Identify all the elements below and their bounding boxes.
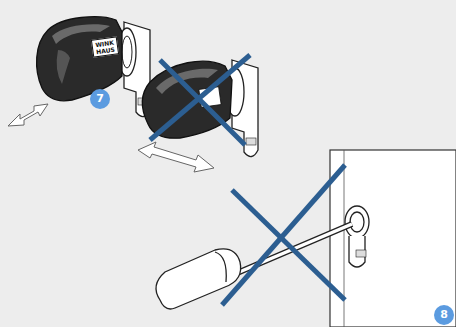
lock-cylinder [345, 206, 369, 267]
callout-number: 7 [90, 89, 110, 109]
double-arrow [138, 142, 214, 172]
callout-number: 8 [434, 305, 454, 325]
key-wrong [142, 60, 258, 157]
brand-logo: WINK HAUS [91, 36, 119, 57]
prohibition-cross [150, 55, 345, 305]
key-correct [37, 17, 150, 117]
double-arrow [8, 104, 48, 126]
door-plate [330, 150, 456, 327]
